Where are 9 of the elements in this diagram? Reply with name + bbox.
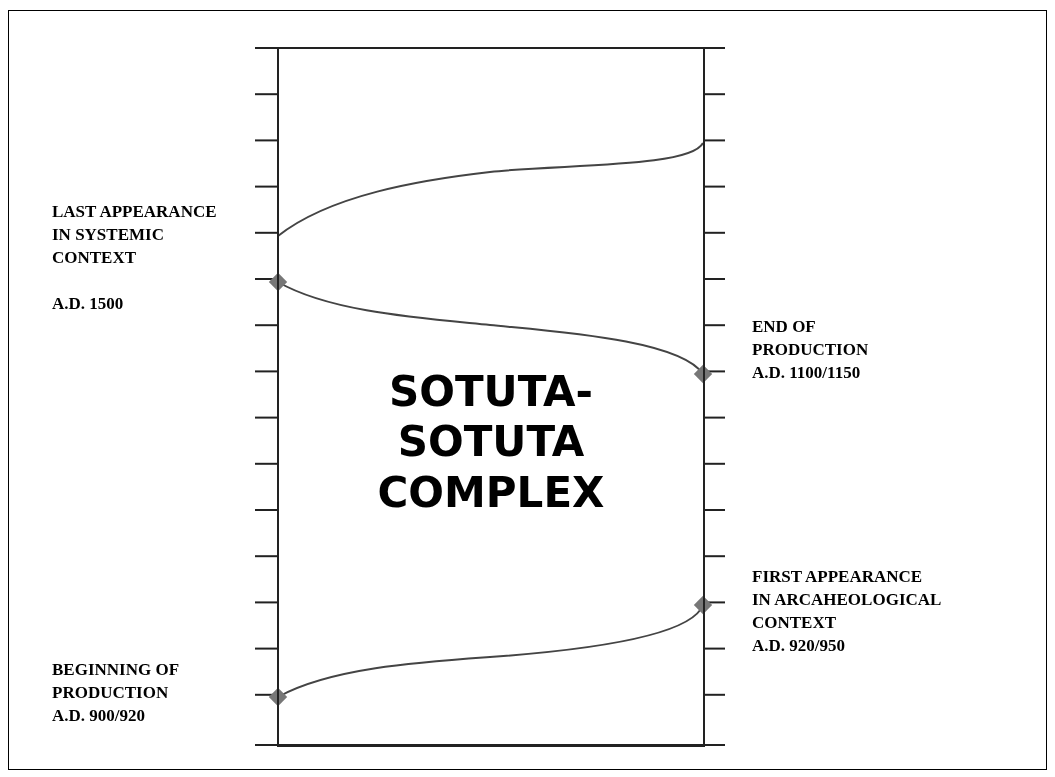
date-label: A.D. 1500: [52, 293, 125, 315]
event-label: END OF PRODUCTION: [752, 316, 870, 361]
complex-name: SOTUTA-SOTUTA COMPLEX: [376, 367, 606, 519]
date-label: A.D. 900/920: [52, 705, 147, 727]
event-label: BEGINNING OF PRODUCTION: [52, 659, 180, 704]
date-label: A.D. 1100/1150: [752, 362, 862, 384]
date-label: A.D. 920/950: [752, 635, 847, 657]
event-label: FIRST APPEARANCE IN ARCAHEOLOGICAL CONTEXT: [752, 566, 942, 634]
event-label: LAST APPEARANCE IN SYSTEMIC CONTEXT: [52, 201, 217, 269]
